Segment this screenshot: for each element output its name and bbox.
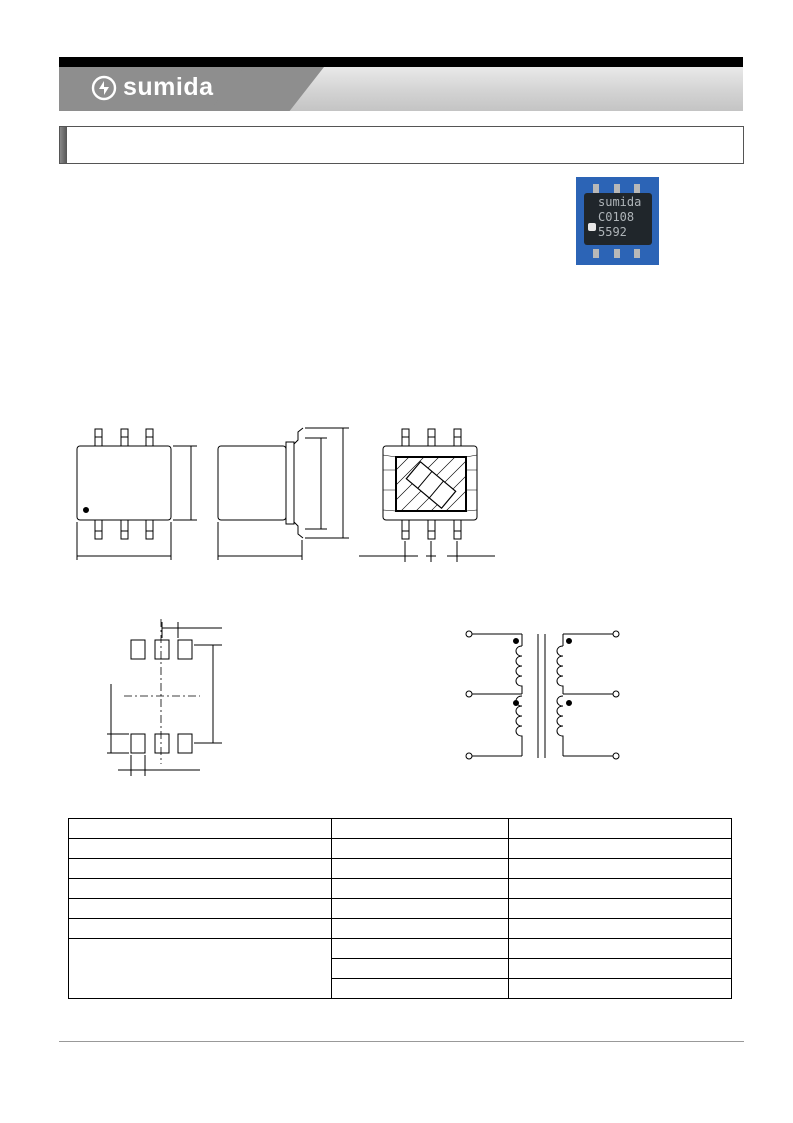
table-cell: [68, 838, 332, 859]
top-view-drawing: [76, 428, 197, 560]
transformer-schematic: [465, 630, 620, 760]
side-view-drawing: [217, 427, 349, 560]
table-cell: [330, 818, 510, 839]
chip-marking-lot: 5592: [598, 225, 627, 239]
table-cell: [508, 958, 732, 979]
chip-body: sumida C0108 5592: [584, 193, 652, 245]
table-row: [68, 818, 732, 839]
table-cell: [508, 898, 732, 919]
table-row: [69, 978, 732, 999]
chip-marking-brand: sumida: [598, 195, 642, 209]
internal-view-drawing: [359, 428, 495, 562]
table-cell: [68, 818, 332, 839]
title-accent-bar: [60, 127, 67, 163]
table-cell: [330, 878, 510, 899]
table-cell: [508, 838, 732, 859]
table-merged-cell: [68, 938, 332, 999]
table-row: [68, 838, 732, 859]
table-cell: [330, 938, 510, 959]
table-row: [68, 858, 732, 879]
table-cell: [330, 838, 510, 859]
table-cell: [508, 878, 732, 899]
brand-name: sumida: [123, 73, 214, 101]
table-cell: [330, 918, 510, 939]
table-cell: [508, 978, 732, 999]
specification-table: [68, 818, 732, 999]
table-cell: [330, 898, 510, 919]
table-row: [68, 918, 732, 939]
photo-pin: [634, 184, 640, 193]
table-cell: [68, 878, 332, 899]
table-cell: [330, 958, 510, 979]
title-box: [59, 126, 744, 164]
header-banner: sumida: [59, 67, 743, 111]
table-cell: [330, 858, 510, 879]
product-photo: sumida C0108 5592: [576, 177, 659, 265]
footer-divider: [59, 1041, 744, 1042]
chip-marking-part: C0108: [598, 210, 635, 224]
photo-pin: [614, 249, 620, 258]
photo-pin: [634, 249, 640, 258]
table-cell: [508, 858, 732, 879]
pin1-marker: [588, 223, 596, 231]
table-row: [68, 898, 732, 919]
table-cell: [508, 938, 732, 959]
table-row: [68, 938, 732, 999]
photo-pin: [593, 249, 599, 258]
table-cell: [508, 918, 732, 939]
table-cell: [68, 918, 332, 939]
table-cell: [68, 898, 332, 919]
table-row: [68, 878, 732, 899]
table-cell: [68, 858, 332, 879]
land-pattern-drawing: [107, 619, 222, 776]
table-cell: [508, 818, 732, 839]
sumida-logo-icon: [91, 75, 117, 101]
header-top-bar: [59, 57, 743, 67]
table-cell: [330, 978, 510, 999]
photo-pin: [614, 184, 620, 193]
photo-pin: [593, 184, 599, 193]
